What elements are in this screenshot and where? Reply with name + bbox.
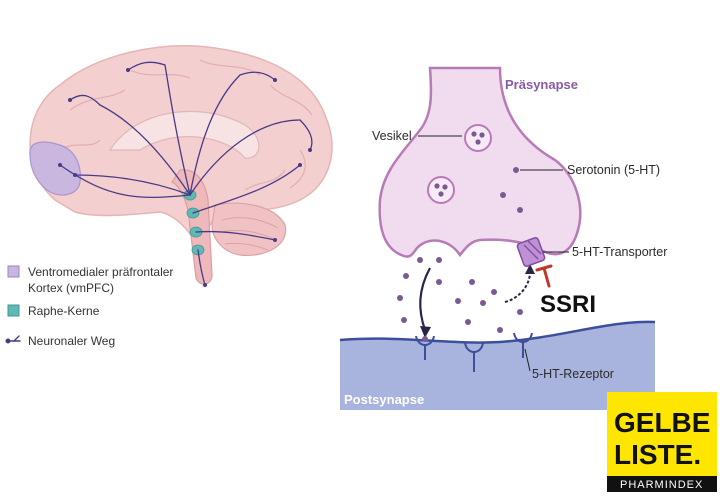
legend-vmpfc-label-2: Kortex (vmPFC)	[28, 281, 114, 295]
legend: Ventromedialer präfrontaler Kortex (vmPF…	[5, 265, 173, 348]
synapse-illustration: Präsynapse Vesikel Serotonin (5-HT) 5-HT…	[339, 66, 667, 410]
transporter-label: 5-HT-Transporter	[572, 245, 667, 259]
receptor-label: 5-HT-Rezeptor	[532, 367, 614, 381]
cerebellum	[211, 202, 287, 257]
legend-vmpfc-label-1: Ventromedialer präfrontaler	[28, 265, 173, 279]
cerebrum	[29, 45, 333, 252]
vesicle-label: Vesikel	[372, 129, 412, 143]
logo-line1: GELBE	[614, 407, 710, 438]
receptor-middle	[464, 342, 484, 372]
presynaptic-terminal	[378, 66, 582, 258]
receptor-left	[415, 335, 435, 360]
transporter-icon	[516, 237, 546, 267]
leader-lines	[418, 135, 569, 372]
postsynapse-label: Postsynapse	[344, 392, 424, 407]
brain-illustration	[29, 45, 333, 287]
legend-raphe-swatch	[7, 304, 20, 317]
legend-vmpfc-swatch	[7, 265, 20, 278]
serotonin-label: Serotonin (5-HT)	[567, 163, 660, 177]
reuptake-arrow	[504, 271, 531, 303]
logo-line2: LISTE.	[614, 439, 701, 470]
pathway-endpoints	[58, 68, 312, 287]
ssri-inhibitor-icon	[535, 264, 553, 288]
neuronal-pathways	[59, 61, 313, 286]
postsynapse-membrane	[340, 321, 655, 410]
serotonin-molecules	[397, 167, 523, 333]
logo-sub: PHARMINDEX	[620, 479, 703, 491]
presynapse-label: Präsynapse	[505, 77, 578, 92]
vmpfc-region	[29, 141, 81, 196]
legend-pathway-icon	[5, 335, 21, 344]
ssri-label: SSRI	[540, 291, 596, 318]
vesicle-upper	[464, 124, 492, 152]
release-arrow	[419, 267, 431, 331]
gelbe-liste-logo: GELBE LISTE. PHARMINDEX	[607, 392, 717, 492]
legend-raphe-label: Raphe-Kerne	[28, 304, 100, 318]
corpus-callosum	[108, 110, 260, 159]
legend-pathway-label: Neuronaler Weg	[28, 334, 115, 348]
receptor-right	[513, 332, 533, 358]
vesicle-lower	[427, 176, 455, 204]
